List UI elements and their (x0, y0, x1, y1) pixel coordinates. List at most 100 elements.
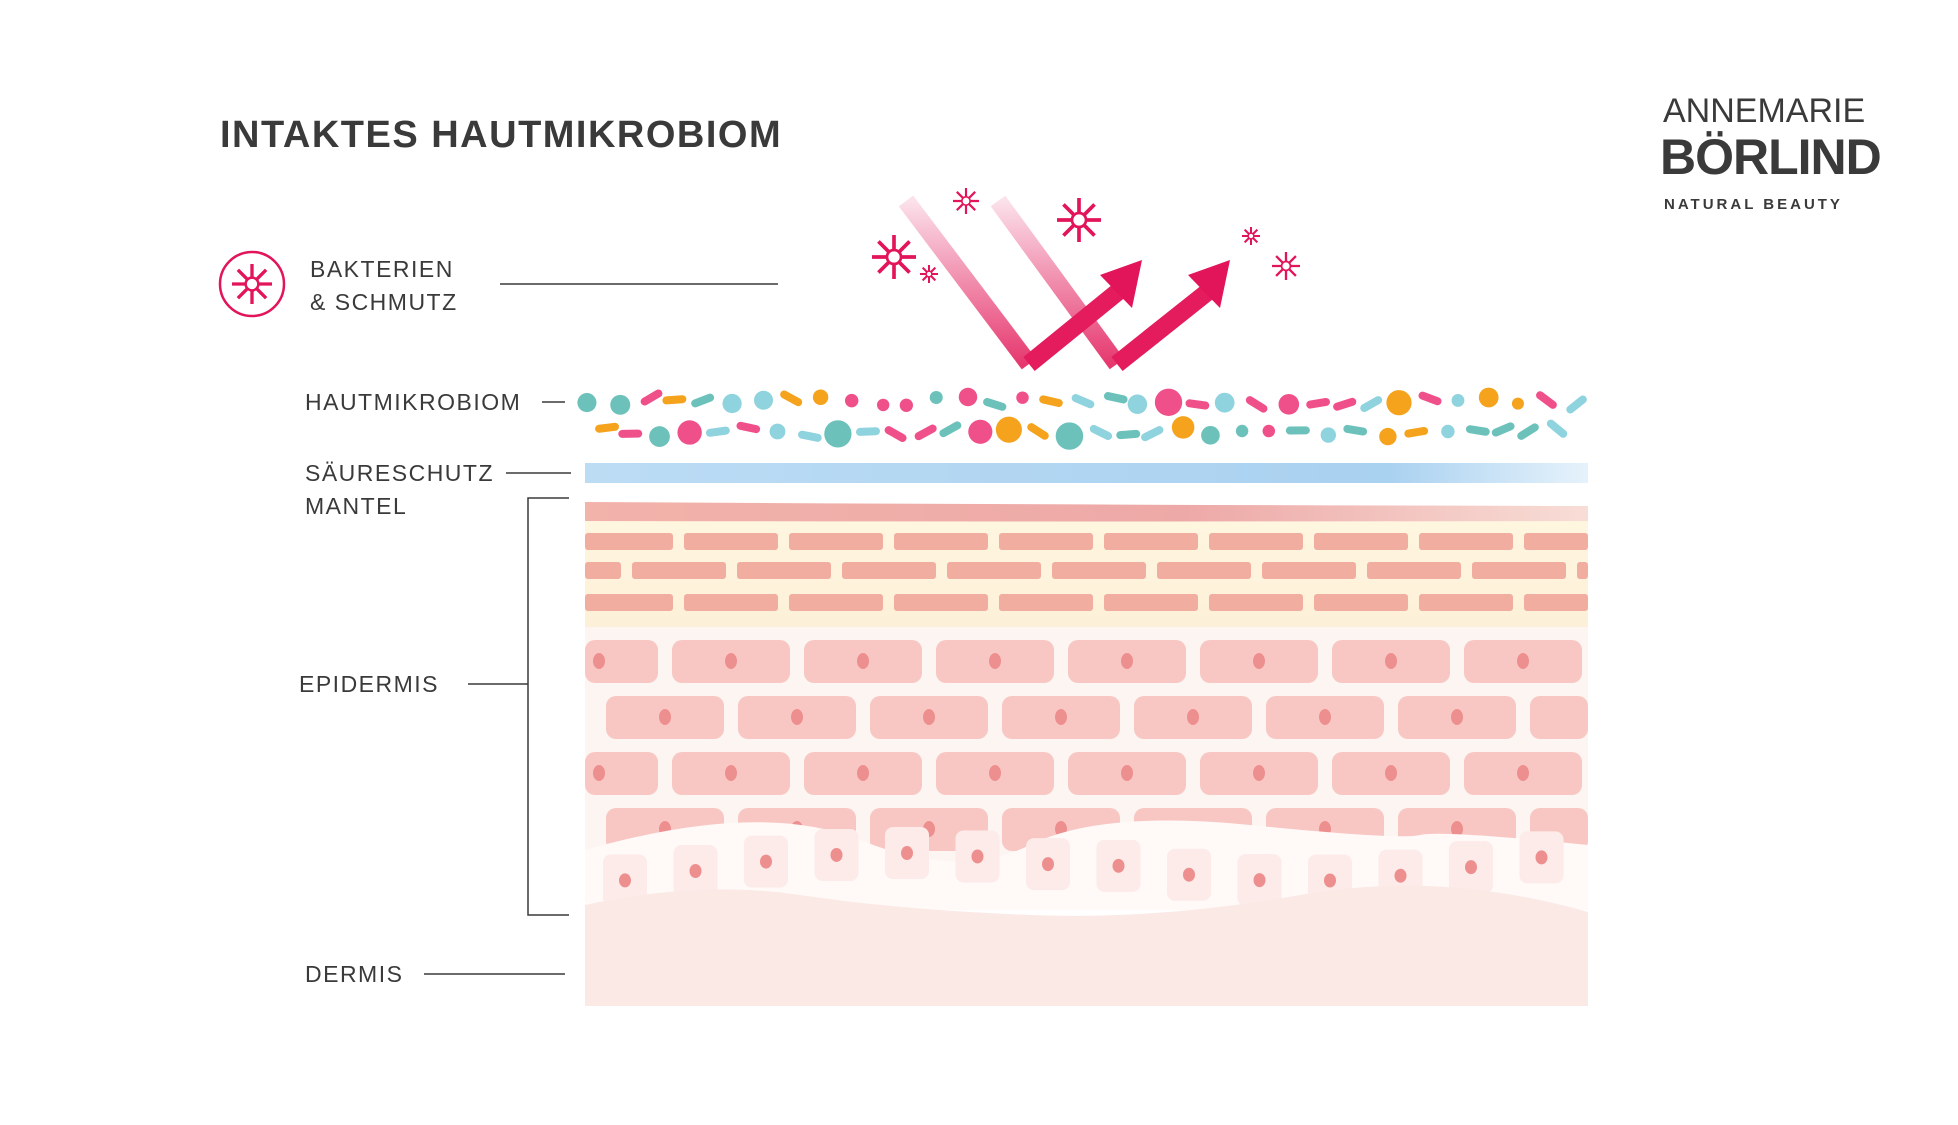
cell-nucleus (989, 765, 1001, 781)
microbe-coccus (876, 398, 890, 412)
cell-nucleus (1394, 868, 1407, 883)
cell-nucleus (1517, 765, 1529, 781)
microbe-bacillus (736, 421, 761, 434)
cell-nucleus (1465, 860, 1477, 875)
arrowhead-1 (1100, 260, 1142, 308)
legend-label-1: BAKTERIEN (310, 256, 454, 282)
cell-nucleus (1535, 850, 1548, 865)
microbe-bacillus (640, 389, 663, 406)
label-epidermis: EPIDERMIS (299, 671, 440, 697)
microbe-bacillus (1285, 426, 1310, 435)
horny-cell (1209, 533, 1303, 550)
microbe-bacillus (1360, 396, 1383, 413)
horny-cell (684, 594, 778, 611)
horny-cell (1314, 594, 1408, 611)
microbe-coccus (677, 420, 702, 445)
microbe-bacillus (780, 390, 803, 407)
microbe-coccus (1055, 422, 1084, 450)
label-dermis: DERMIS (305, 961, 404, 987)
bacteria-icon (1057, 198, 1101, 242)
cell-nucleus (1112, 858, 1125, 873)
deflection-arrows (898, 195, 1230, 372)
arrow-outgoing-1 (1023, 283, 1126, 371)
microbe-bacillus (1566, 395, 1587, 414)
horny-cell (737, 562, 831, 579)
horny-cell (842, 562, 936, 579)
horny-cell (947, 562, 1041, 579)
horny-cell (1472, 562, 1566, 579)
cell-nucleus (830, 847, 843, 862)
horny-cell (585, 533, 673, 550)
horny-cell (1104, 533, 1198, 550)
microbe-coccus (1451, 394, 1465, 407)
horny-cell (789, 533, 883, 550)
microbe-bacillus (1185, 399, 1210, 410)
microbe-bacillus (595, 422, 619, 433)
horny-cell (1209, 594, 1303, 611)
microbe-coccus (958, 387, 978, 407)
horny-cell (789, 594, 883, 611)
microbe-coccus (1478, 387, 1499, 408)
horny-cell (1419, 594, 1513, 611)
cell-nucleus (971, 849, 984, 864)
horny-cell (632, 562, 726, 579)
bacteria-core (1280, 260, 1292, 272)
label-acid-mantle-2: MANTEL (305, 493, 408, 519)
logo-tagline: NATURAL BEAUTY (1664, 196, 1843, 213)
microbe-bacillus (1039, 395, 1063, 408)
cell-nucleus (923, 709, 935, 725)
microbe-coccus (1016, 391, 1029, 404)
cell-nucleus (1517, 653, 1529, 669)
microbe-coccus (610, 394, 631, 415)
arrow-outgoing-2 (1111, 282, 1216, 372)
horny-cell (585, 562, 621, 579)
microbe-bacillus (1116, 429, 1141, 440)
bacteria-core (1247, 232, 1255, 240)
horny-cell (1419, 533, 1513, 550)
cell-nucleus (1253, 765, 1265, 781)
microbe-bacillus (798, 430, 822, 442)
microbe-bacillus (1103, 392, 1128, 404)
microbe-coccus (844, 393, 859, 408)
dermis-layer (585, 885, 1588, 1006)
label-acid-mantle-1: SÄURESCHUTZ (305, 460, 495, 486)
cell-nucleus (1253, 873, 1266, 888)
horny-cell (1262, 562, 1356, 579)
microbe-coccus (753, 390, 774, 410)
microbe-bacillus (1306, 397, 1330, 409)
microbe-coccus (649, 426, 670, 447)
cell-nucleus (619, 873, 631, 888)
microbe-bacillus (662, 395, 687, 405)
horny-cell (1524, 533, 1588, 550)
cell-nucleus (1385, 653, 1397, 669)
arrow-incoming-2 (990, 195, 1125, 370)
microbe-coccus (1262, 424, 1276, 438)
cell-nucleus (1183, 867, 1195, 882)
cell-nucleus (1385, 765, 1397, 781)
cell-nucleus (1042, 857, 1054, 872)
horny-cell (1524, 594, 1588, 611)
microbe-bacillus (1071, 394, 1095, 409)
microbe-bacillus (1546, 419, 1568, 438)
horny-cell (999, 533, 1093, 550)
bacteria-icon (1272, 252, 1300, 280)
microbe-coccus (1127, 394, 1148, 414)
microbe-bacillus (1027, 423, 1049, 440)
microbe-bacillus (1343, 424, 1368, 436)
bacteria-core (244, 276, 260, 292)
horny-cells (585, 533, 1588, 611)
microbe-bacillus (855, 427, 880, 436)
microbiome-layer (577, 387, 1587, 450)
microbe-coccus (824, 420, 852, 448)
microbe-bacillus (1245, 396, 1268, 413)
microbe-bacillus (1404, 426, 1429, 438)
stratum-corneum-band (585, 502, 1588, 522)
cell-nucleus (659, 709, 671, 725)
microbe-bacillus (1517, 423, 1539, 440)
microbe-coccus (1511, 397, 1524, 410)
logo-line2: BÖRLIND (1660, 129, 1882, 185)
microbe-coccus (1441, 424, 1455, 439)
microbe-bacillus (939, 421, 962, 438)
bacteria-icon (232, 264, 272, 304)
bacteria-core (961, 196, 971, 206)
